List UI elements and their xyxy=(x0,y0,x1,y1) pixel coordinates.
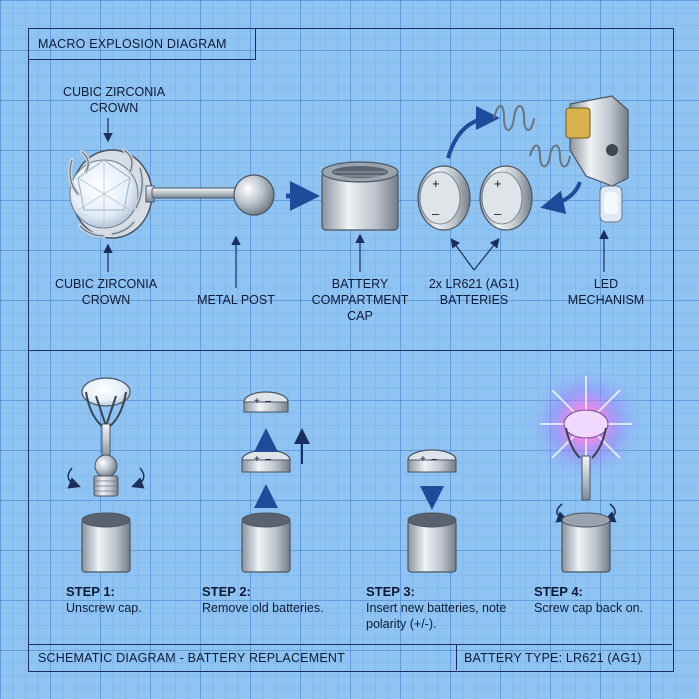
step-1-title: STEP 1: xyxy=(66,584,115,599)
footer-divider xyxy=(456,644,457,670)
title-box xyxy=(28,28,256,60)
step-3-desc: Insert new batteries, note polarity (+/-… xyxy=(366,601,507,631)
step2-illustration xyxy=(241,391,310,573)
battery-2 xyxy=(479,165,533,231)
step2-plus-mark-2: + xyxy=(254,454,260,465)
curved-arrow-down xyxy=(540,181,582,215)
step-4-title: STEP 4: xyxy=(534,584,583,599)
footer-right-text: BATTERY TYPE: LR621 (AG1) xyxy=(464,651,642,665)
spring-2 xyxy=(529,144,571,168)
batteries-part xyxy=(417,165,533,231)
battery-2-minus-mark: – xyxy=(494,206,502,221)
step-1-desc: Unscrew cap. xyxy=(66,601,142,615)
label-crown-top: CUBIC ZIRCONIA CROWN xyxy=(62,85,166,115)
curved-arrow-up xyxy=(446,106,500,159)
diagram-title: MACRO EXPLOSION DIAGRAM xyxy=(38,37,227,51)
battery-cap-part xyxy=(321,161,399,231)
label-metal-post: METAL POST xyxy=(197,293,275,307)
footer-bar xyxy=(28,644,672,671)
step-4-desc: Screw cap back on. xyxy=(534,601,644,615)
led-mechanism-part xyxy=(565,95,629,223)
step4-illustration xyxy=(524,362,648,573)
battery-1-plus-mark: + xyxy=(432,176,440,191)
battery-2-plus-mark: + xyxy=(494,176,502,191)
step2-battery-bottom-marks: + – xyxy=(254,452,271,468)
step-3-title: STEP 3: xyxy=(366,584,415,599)
step3-minus-mark: – xyxy=(431,454,437,465)
step2-minus-mark: – xyxy=(265,396,271,407)
step2-battery-top-marks: + – xyxy=(254,394,271,410)
step2-minus-mark-2: – xyxy=(265,454,271,465)
label-crown-bottom: CUBIC ZIRCONIA CROWN xyxy=(54,277,158,307)
step-2-desc: Remove old batteries. xyxy=(202,601,324,615)
metal-post-part xyxy=(151,174,275,216)
footer-left-text: SCHEMATIC DIAGRAM - BATTERY REPLACEMENT xyxy=(38,651,345,665)
step3-illustration xyxy=(407,449,457,573)
step-2-title: STEP 2: xyxy=(202,584,251,599)
label-batteries: 2x LR621 (AG1) BATTERIES xyxy=(428,277,520,307)
step-3: STEP 3: Insert new batteries, note polar… xyxy=(366,584,518,632)
label-battery-cap: BATTERY COMPARTMENT CAP xyxy=(311,277,409,323)
step1-illustration xyxy=(67,377,145,573)
crown-earring-part xyxy=(68,148,155,239)
pointer-lines xyxy=(103,118,609,288)
step3-plus-mark: + xyxy=(420,454,426,465)
label-led: LED MECHANISM xyxy=(567,277,645,307)
battery-1 xyxy=(417,165,471,231)
step3-battery-marks: + – xyxy=(420,452,437,468)
section-divider xyxy=(28,350,672,351)
step-4: STEP 4: Screw cap back on. xyxy=(534,584,670,616)
step-2: STEP 2: Remove old batteries. xyxy=(202,584,352,616)
step2-plus-mark: + xyxy=(254,396,260,407)
battery-1-minus-mark: – xyxy=(432,206,440,221)
step-1: STEP 1: Unscrew cap. xyxy=(66,584,186,616)
spring-1 xyxy=(493,105,535,131)
